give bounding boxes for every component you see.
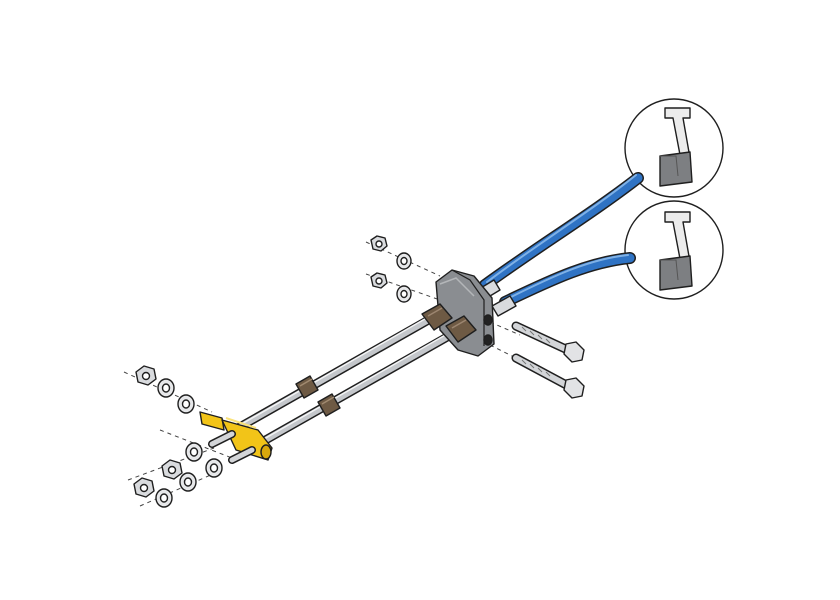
yoke-connector [199, 411, 273, 461]
mounting-bolt-lower [511, 353, 585, 399]
mounting-bracket [435, 269, 495, 357]
cable-lower [499, 252, 636, 308]
lever-icon-upper [659, 107, 693, 187]
washer-yoke-lower-1 [179, 472, 197, 492]
nut-yoke-lower-2 [133, 477, 155, 498]
cable-fitting-upper [421, 303, 453, 331]
lever-callout-upper [624, 98, 724, 198]
washer-yoke-mid-1 [185, 442, 203, 462]
lever-icon-lower [659, 211, 693, 291]
washer-yoke-top-1 [157, 378, 175, 398]
nut-yoke-lower-1 [161, 459, 183, 480]
rod-collar-lower [317, 393, 341, 417]
push-pull-rod-lower [257, 327, 461, 447]
washer-yoke-top-2 [177, 394, 195, 414]
mounting-bolt-upper [511, 321, 585, 363]
lever-callout-lower [624, 200, 724, 300]
cable-ferrule-lower [491, 295, 517, 317]
nut-yoke-top [135, 365, 157, 386]
washer-yoke-mid-2 [205, 458, 223, 478]
washer-yoke-lower-2 [155, 488, 173, 508]
nut-bracket-upper [370, 235, 388, 252]
push-pull-rod-upper [233, 313, 437, 433]
rod-collar-upper [295, 375, 319, 399]
threaded-stud-lower [228, 446, 256, 464]
cable-upper [479, 172, 644, 291]
washer-bracket-upper [396, 252, 412, 270]
nut-bracket-lower [370, 272, 388, 289]
cable-fitting-lower [445, 315, 477, 343]
threaded-stud-upper [208, 430, 236, 448]
washer-bracket-lower [396, 285, 412, 303]
